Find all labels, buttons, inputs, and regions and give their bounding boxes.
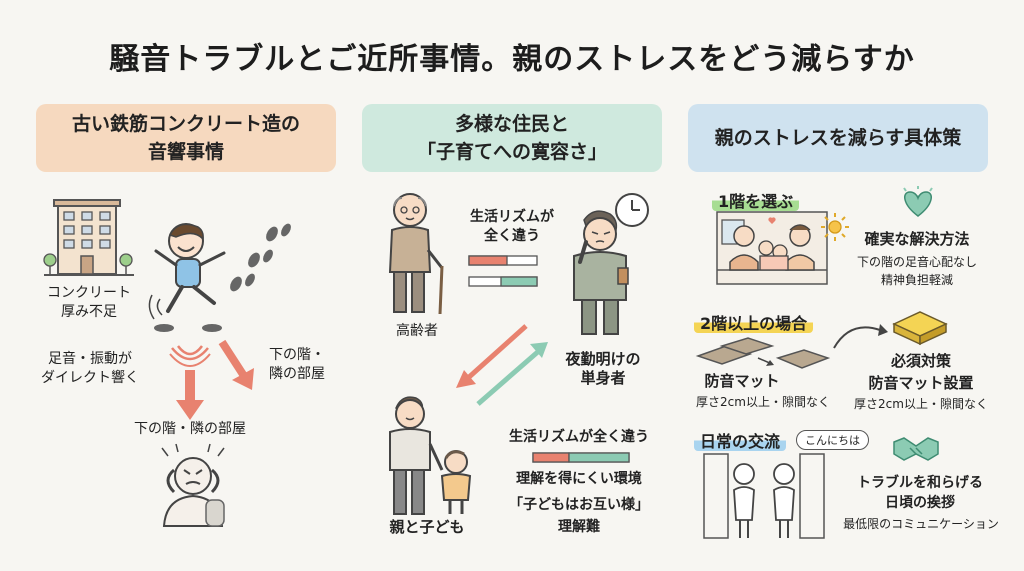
col2-header-line1: 多様な住民と xyxy=(454,113,569,135)
col1-header: 古い鉄筋コンクリート造の 音響事情 xyxy=(36,104,336,172)
rhythm-bars-small-icon xyxy=(532,452,630,463)
right-room-label: 下の階・ 隣の部屋 xyxy=(254,346,340,384)
down-arrow-icon xyxy=(176,370,204,420)
greeting-bubble: こんにちは xyxy=(796,430,869,450)
page-title: 騒音トラブルとご近所事情。親のストレスをどう減らすか xyxy=(109,42,915,77)
crossing-arrows-icon xyxy=(456,324,548,406)
footprints-icon xyxy=(230,223,291,292)
rhythm-label-line2: 全く違う xyxy=(484,228,540,244)
s1-title: 1階を選ぶ xyxy=(712,188,800,212)
night-shift-worker-icon xyxy=(573,210,629,335)
rhythm-label-line1: 生活リズムが xyxy=(470,209,554,225)
s1-line1: 確実な解決方法 xyxy=(864,230,970,248)
nightshift-label: 夜勤明けの 単身者 xyxy=(548,350,658,388)
family-room-icon xyxy=(716,211,828,285)
rhythm-bars-icon xyxy=(468,255,538,287)
heart-icon xyxy=(903,186,933,217)
difficult-label: 理解難 xyxy=(558,519,600,535)
concrete-label: コンクリート 厚み不足 xyxy=(30,284,148,322)
apartment-building-icon xyxy=(43,199,134,276)
ease-line1: トラブルを和らげる xyxy=(857,475,983,491)
vibration-label-line1: 足音・振動が xyxy=(48,351,132,367)
must-line2: 防音マット設置 xyxy=(868,374,974,392)
parent-child-icon xyxy=(389,396,472,515)
s3-title: 日常の交流 xyxy=(694,428,787,452)
elderly-label: 高齢者 xyxy=(396,323,438,339)
vibration-label: 足音・振動が ダイレクト響く xyxy=(20,350,160,388)
col1-header-line1: 古い鉄筋コンクリート造の xyxy=(71,113,300,135)
col3-header: 親のストレスを減らす具体策 xyxy=(688,104,988,172)
right-room-label-line1: 下の階・ xyxy=(269,347,325,363)
s1-line2: 下の階の足音心配なし xyxy=(856,255,977,269)
env-label: 理解を得にくい環境 xyxy=(516,471,642,487)
s2-title: 2階以上の場合 xyxy=(694,310,814,334)
mutual-label: 「子どもはお互い様」 xyxy=(509,497,649,513)
parent-child-label: 親と子ども xyxy=(389,518,465,536)
jumping-child-icon xyxy=(148,223,226,320)
rhythm-label: 生活リズムが 全く違う xyxy=(458,208,566,246)
vibration-waves-icon xyxy=(169,345,211,367)
must-line1: 必須対策 xyxy=(890,352,951,370)
concrete-label-line2: 厚み不足 xyxy=(61,304,117,320)
elderly-person-icon xyxy=(388,193,444,315)
floor-footprints-icon xyxy=(154,324,222,332)
stressed-neighbor-icon xyxy=(161,443,225,527)
sound-mat-tiles-icon xyxy=(695,337,831,369)
sun-icon xyxy=(821,213,849,241)
s1-line3: 精神負担軽減 xyxy=(880,273,953,287)
col3-header-text: 親のストレスを減らす具体策 xyxy=(714,127,962,149)
sound-mat-stack-icon xyxy=(892,311,948,346)
downstairs-label: 下の階・隣の部屋 xyxy=(134,421,246,437)
handshake-icon xyxy=(893,437,939,461)
col2-header-line2: 「子育てへの寛容さ」 xyxy=(416,141,607,163)
vibration-label-line2: ダイレクト響く xyxy=(41,370,139,386)
mat-note: 厚さ2cm以上・隙間なく xyxy=(696,395,830,409)
neighbors-greeting-icon xyxy=(703,453,825,539)
s2-title-text: 2階以上の場合 xyxy=(694,314,814,333)
right-room-label-line2: 隣の部屋 xyxy=(269,366,325,382)
concrete-label-line1: コンクリート xyxy=(47,285,131,301)
clock-icon xyxy=(615,193,649,227)
curved-arrow-icon xyxy=(833,324,888,349)
mat-label: 防音マット xyxy=(704,372,780,390)
must-note: 厚さ2cm以上・隙間なく xyxy=(854,397,988,411)
s3-title-text: 日常の交流 xyxy=(694,432,787,451)
diagonal-arrow-icon xyxy=(218,339,254,390)
s1-title-text: 1階を選ぶ xyxy=(712,192,800,211)
nightshift-label-line1: 夜勤明けの xyxy=(565,350,641,368)
rhythm-full-label: 生活リズムが全く違う xyxy=(509,429,649,445)
nightshift-label-line2: 単身者 xyxy=(580,369,626,387)
ease-line2: 日頃の挨拶 xyxy=(885,495,955,511)
ease-note: 最低限のコミュニケーション xyxy=(843,517,999,531)
col2-header: 多様な住民と 「子育てへの寛容さ」 xyxy=(362,104,662,172)
col1-header-line2: 音響事情 xyxy=(147,141,224,163)
